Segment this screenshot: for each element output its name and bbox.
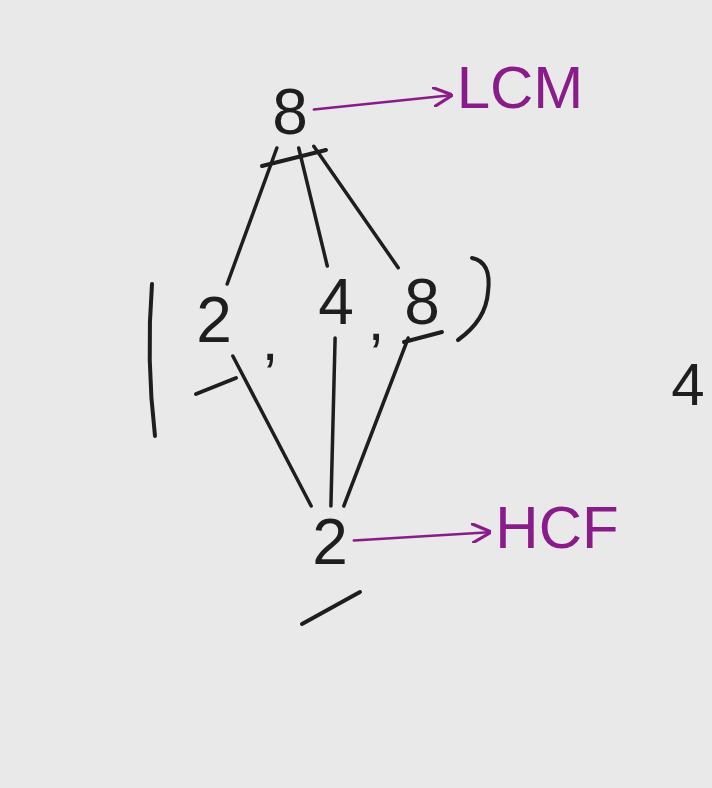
- pointer-arrow: [314, 95, 451, 109]
- hcf-caption: HCF: [489, 494, 624, 562]
- underline: [302, 592, 360, 624]
- set-bracket: [150, 284, 155, 436]
- set-element: 4: [312, 266, 360, 338]
- separator-comma: ,: [262, 310, 279, 370]
- node-text: 2: [196, 288, 232, 352]
- underline: [196, 378, 236, 394]
- lcm-value: 8: [266, 76, 314, 148]
- node-text: 2: [312, 510, 348, 574]
- hasse-line: [344, 338, 408, 506]
- pointer-arrow: [354, 532, 490, 540]
- lcm-caption: LCM: [451, 54, 590, 122]
- node-text: 8: [272, 80, 308, 144]
- set-element: 2: [190, 284, 238, 356]
- hasse-line: [227, 148, 277, 284]
- set-bracket: [458, 258, 489, 340]
- node-text: 8: [404, 270, 440, 334]
- node-text: LCM: [457, 58, 584, 118]
- hcf-value: 2: [306, 506, 354, 578]
- set-element: 8: [398, 266, 446, 338]
- partial-digit: 4: [671, 355, 704, 415]
- hasse-line: [314, 146, 398, 267]
- separator-comma: ,: [368, 290, 385, 350]
- node-text: 4: [318, 270, 354, 334]
- hasse-line: [331, 338, 335, 506]
- hasse-line: [299, 148, 328, 266]
- node-text: HCF: [495, 498, 618, 558]
- hasse-line: [233, 356, 311, 506]
